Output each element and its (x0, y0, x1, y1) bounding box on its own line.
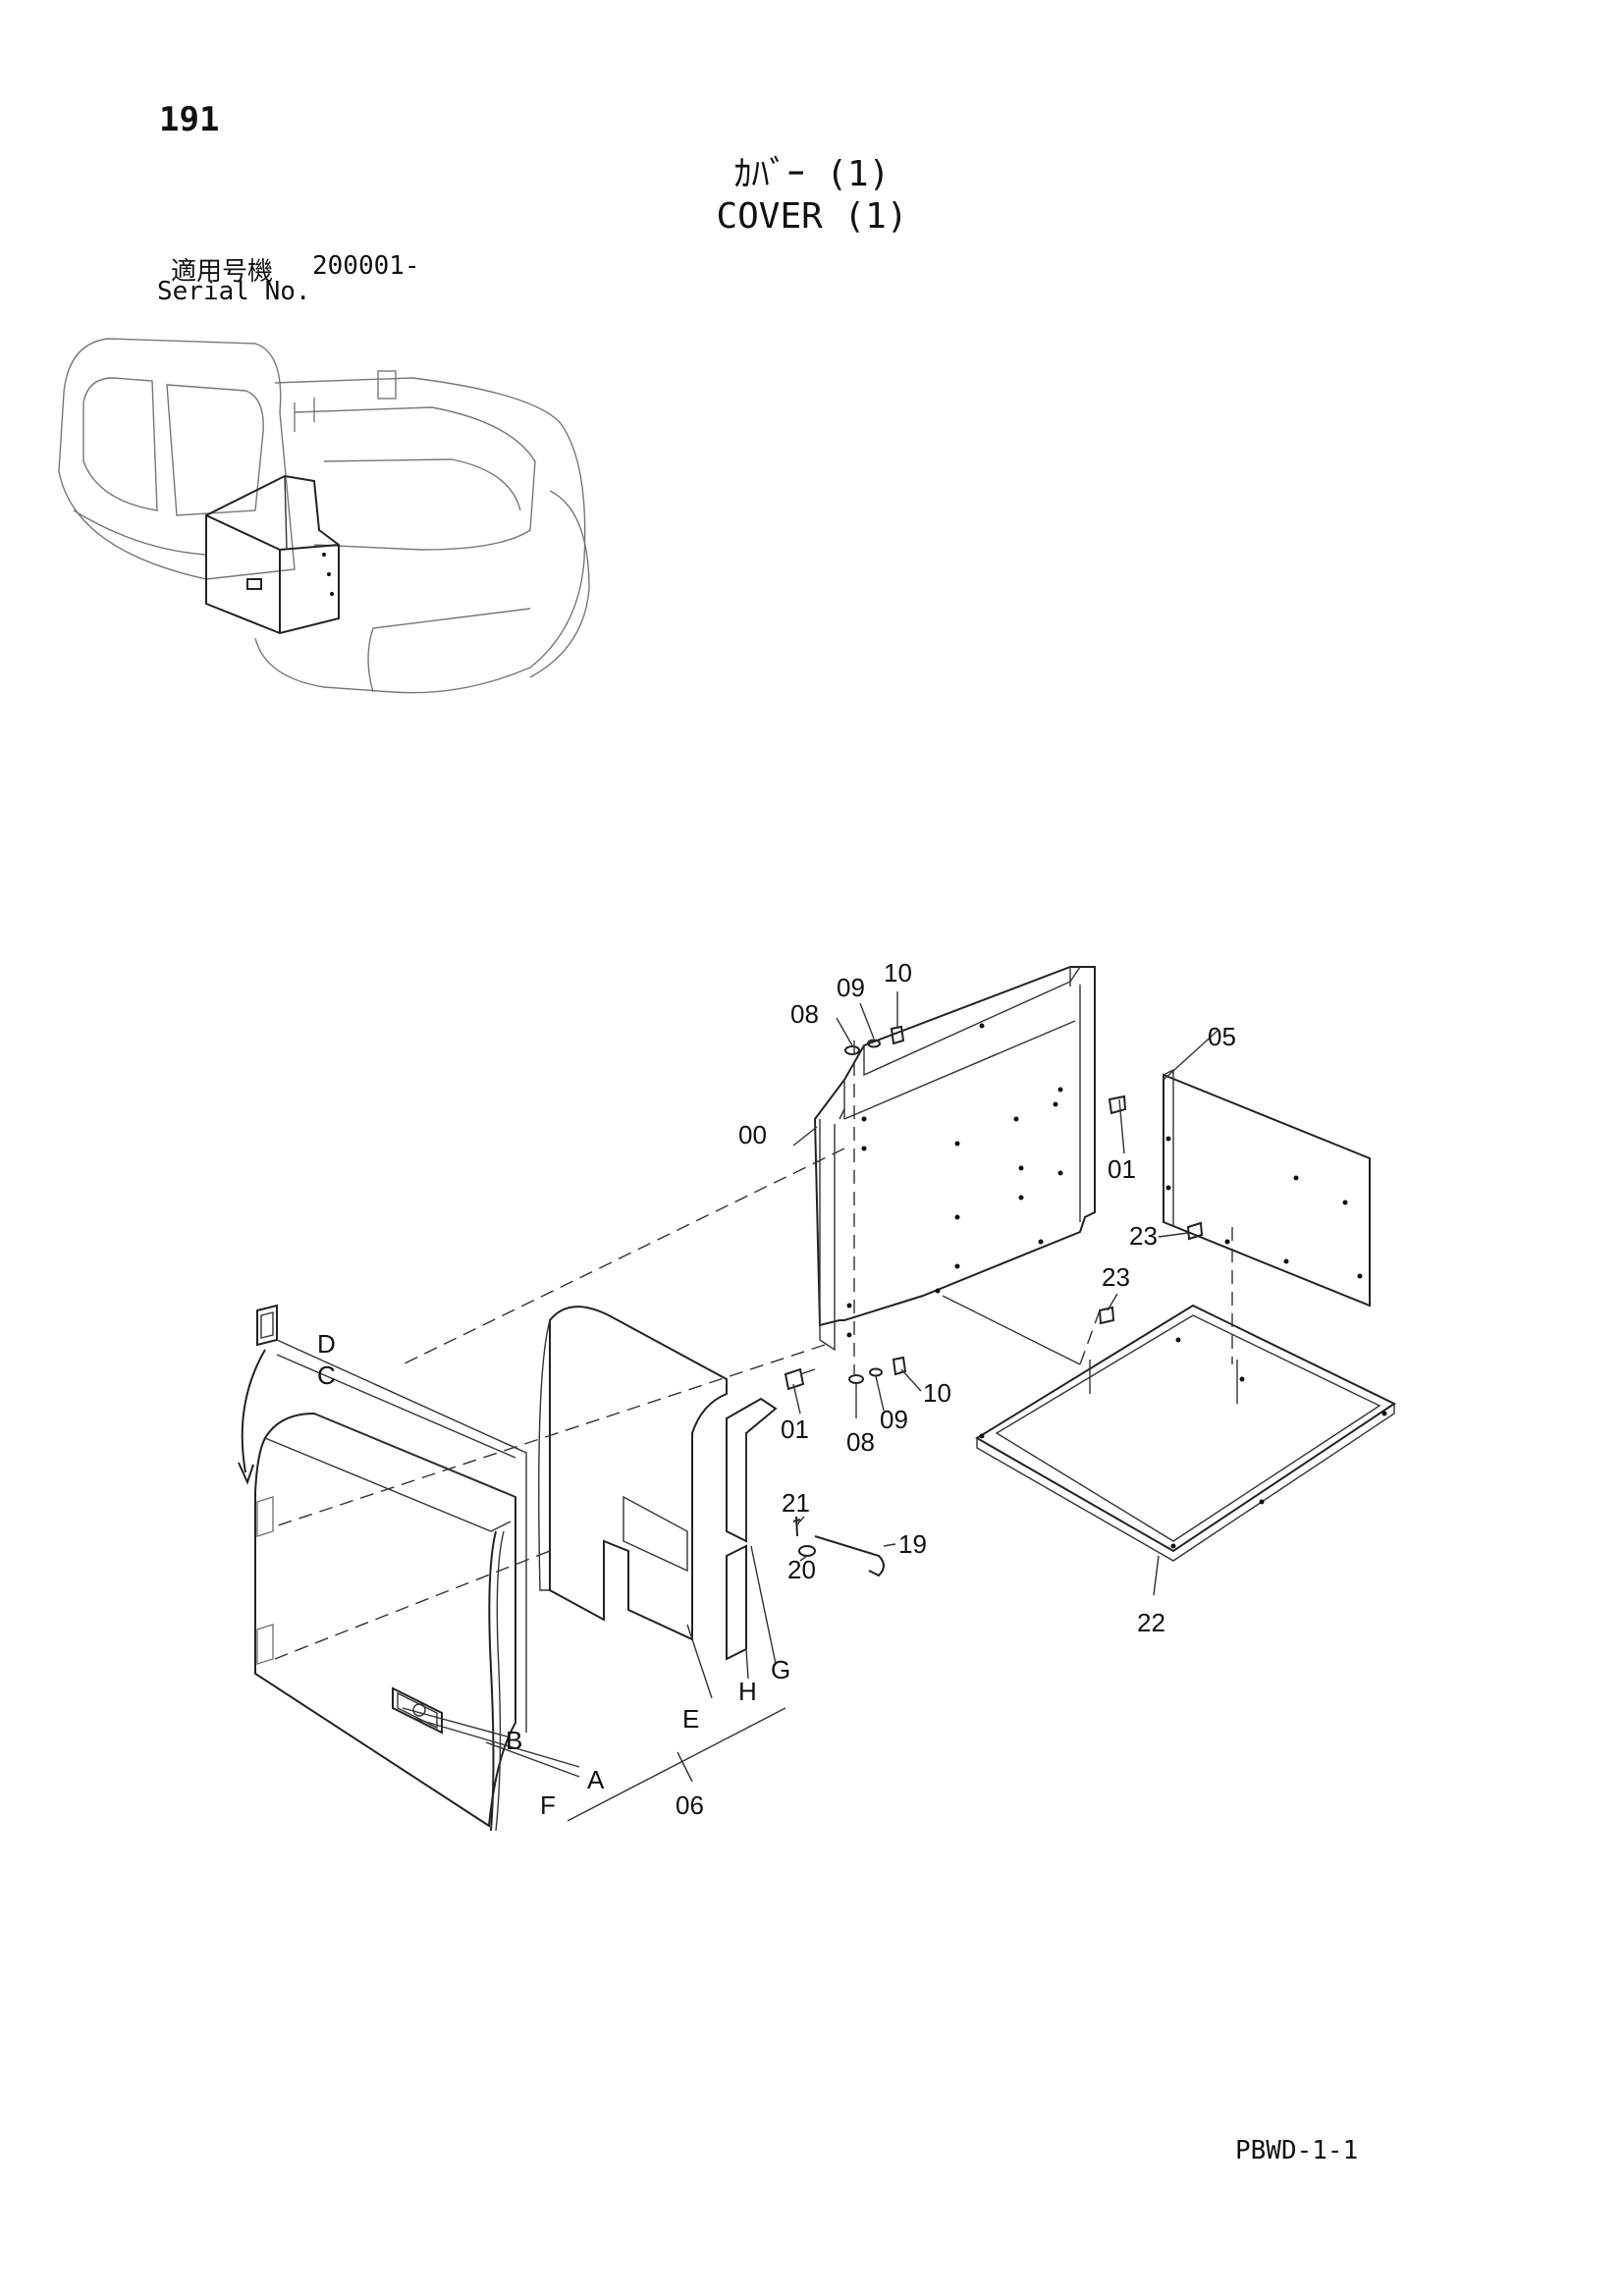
callout-01-lower: 01 (781, 1415, 809, 1444)
assembly-guide-lines (274, 1041, 1238, 1660)
callout-23-upper: 23 (1129, 1221, 1158, 1251)
part-cover-door (238, 1304, 516, 1832)
callout-22: 22 (1137, 1608, 1165, 1637)
callout-labels: 10 09 08 05 00 01 23 23 D C 10 01 08 09 … (317, 958, 1236, 1820)
serial-label-japanese: 適用号機 (171, 257, 274, 287)
callout-21: 21 (782, 1488, 810, 1518)
callout-H: H (738, 1677, 757, 1706)
machine-overview-thumbnail (58, 338, 590, 694)
serial-number-value: 200001- (312, 251, 420, 281)
callout-A: A (587, 1765, 605, 1794)
callout-01-upper: 01 (1108, 1154, 1136, 1184)
part-00-side-panel (813, 966, 1096, 1352)
part-06-insulation-set (538, 1306, 778, 1661)
callout-D: D (317, 1329, 336, 1359)
callout-20: 20 (787, 1555, 816, 1584)
callout-G: G (771, 1655, 790, 1684)
part-22-tray (975, 1304, 1397, 1562)
callout-08-upper: 08 (790, 999, 819, 1029)
callout-B: B (506, 1726, 522, 1755)
callout-08-lower: 08 (846, 1427, 875, 1457)
callout-06: 06 (676, 1790, 704, 1820)
title-japanese: ｶﾊﾞｰ (1) (733, 154, 891, 194)
serial-label-english: Serial No. (157, 277, 311, 306)
part-05-plate (1163, 1068, 1371, 1308)
page-number: 191 (159, 100, 220, 139)
callout-05: 05 (1208, 1022, 1236, 1051)
callout-10-lower: 10 (923, 1378, 951, 1408)
callout-19: 19 (898, 1529, 927, 1559)
callout-23-lower: 23 (1102, 1262, 1130, 1292)
callout-00: 00 (738, 1120, 767, 1149)
callout-E: E (682, 1704, 699, 1734)
leader-lines (276, 991, 1218, 1822)
callout-09-upper: 09 (837, 973, 865, 1002)
callout-F: F (540, 1790, 556, 1820)
title-english: COVER (1) (716, 196, 908, 237)
callout-10-upper: 10 (884, 958, 912, 988)
fasteners (784, 1025, 1204, 1577)
callout-09-lower: 09 (880, 1405, 908, 1434)
callout-C: C (317, 1361, 336, 1390)
document-code: PBWD-1-1 (1235, 2136, 1359, 2165)
